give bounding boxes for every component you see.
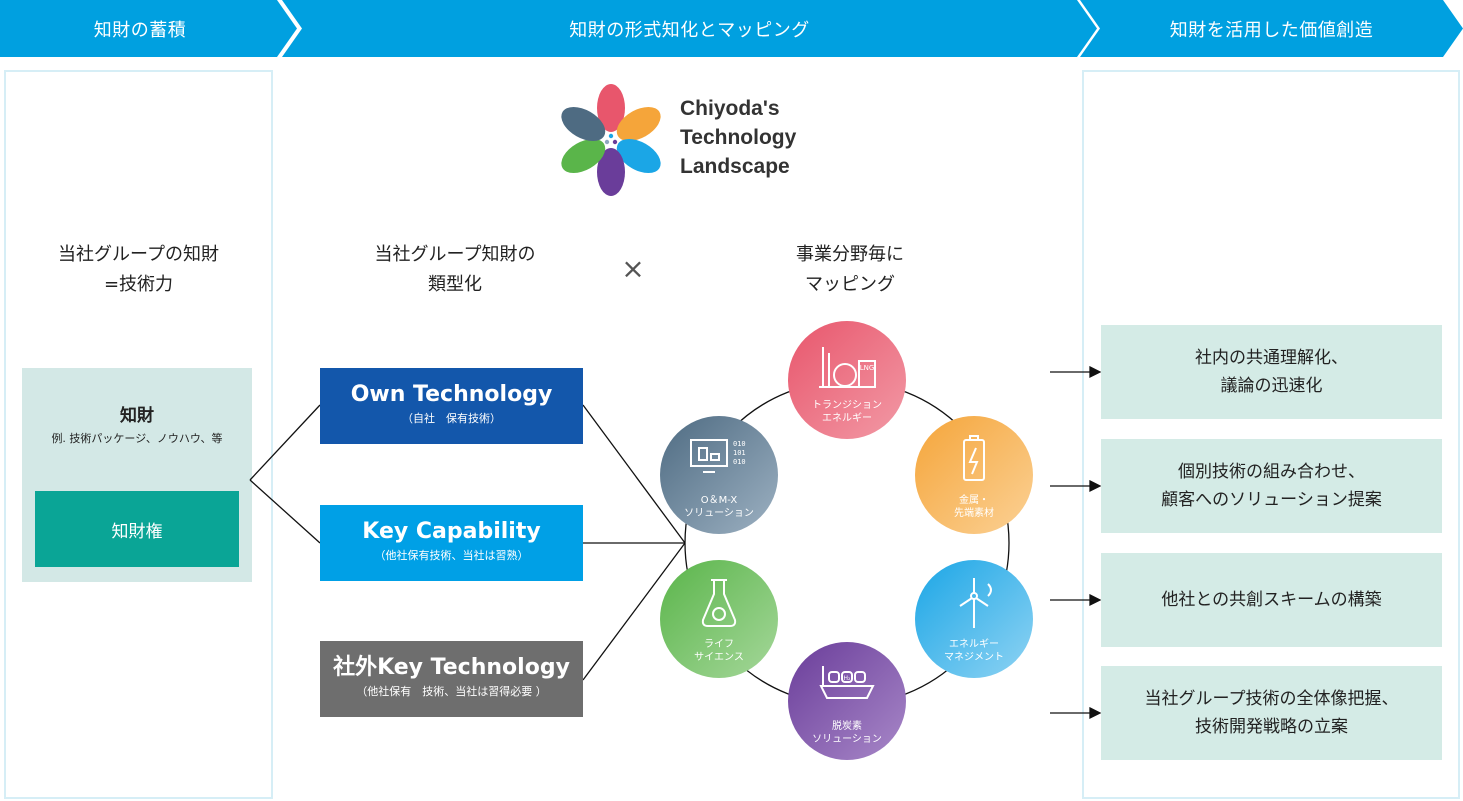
domain-life-science-label: ライフ サイエンス — [694, 639, 744, 663]
svg-text:LNG: LNG — [860, 364, 875, 372]
technology-landscape-logo — [556, 82, 666, 200]
domain-transition-energy: LNG トランジション エネルギー — [788, 321, 906, 439]
wind-turbine-icon — [959, 578, 992, 628]
flask-icon — [701, 579, 737, 627]
categorize-heading: 当社グループ知財の 類型化 — [374, 244, 536, 295]
domain-decarbonization-label: 脱炭素 ソリューション — [812, 721, 882, 745]
key-capability-title: Key Capability — [362, 519, 541, 544]
logo-line-2: Technology — [680, 126, 797, 149]
times-symbol: × — [621, 252, 645, 285]
connector-ip-own — [249, 404, 321, 481]
ip-rights-box: 知財権 — [35, 491, 239, 567]
own-technology-box: Own Technology （自社 保有技術） — [320, 368, 583, 444]
domain-metals-materials-label: 金属・ 先端素材 — [954, 495, 994, 519]
domain-transition-energy-label: トランジション エネルギー — [812, 400, 882, 424]
svg-text:H₂: H₂ — [844, 675, 852, 682]
ip-rights-label: 知財権 — [111, 521, 163, 542]
monitor-data-icon: 010 101 010 — [690, 439, 746, 473]
connector-own-ring — [582, 404, 686, 544]
domain-metals-materials: 金属・ 先端素材 — [915, 416, 1033, 534]
domain-life-science: ライフ サイエンス — [660, 560, 778, 678]
own-technology-subtitle: （自社 保有技術） — [402, 412, 501, 425]
value-co-creation-scheme: 他社との共創スキームの構築 — [1101, 553, 1442, 647]
external-key-technology-title: 社外Key Technology — [333, 655, 570, 680]
stage-mapping-banner: 知財の形式知化とマッピング — [282, 0, 1097, 57]
hydrogen-ship-icon: H₂ — [819, 666, 875, 699]
own-technology-title: Own Technology — [350, 382, 553, 407]
stage-mapping-label: 知財の形式知化とマッピング — [569, 19, 810, 41]
svg-text:010: 010 — [733, 440, 746, 448]
logo-line-1: Chiyoda's — [680, 97, 780, 120]
value-technology-strategy: 当社グループ技術の全体像把握、 技術開発戦略の立案 — [1101, 666, 1442, 760]
stage-accumulation-label: 知財の蓄積 — [93, 19, 187, 41]
value-shared-understanding: 社内の共通理解化、 議論の迅速化 — [1101, 325, 1442, 419]
logo-wordmark: Chiyoda's Technology Landscape — [680, 94, 796, 181]
connector-ip-key — [249, 479, 321, 544]
logo-line-3: Landscape — [680, 155, 790, 178]
mapping-heading: 事業分野毎に マッピング — [796, 244, 904, 295]
domain-energy-management: エネルギー マネジメント — [915, 560, 1033, 678]
stage-accumulation-banner: 知財の蓄積 — [0, 0, 297, 57]
external-key-technology-box: 社外Key Technology （他社保有 技術、当社は習得必要 ） — [320, 641, 583, 717]
stage-value-label: 知財を活用した価値創造 — [1169, 19, 1374, 41]
ip-title: 知財 — [120, 406, 154, 426]
external-key-technology-subtitle: （他社保有 技術、当社は習得必要 ） — [356, 685, 547, 698]
ip-heading: 当社グループの知財 =技術力 — [58, 244, 219, 295]
domain-om-x: 010 101 010 O＆M-X ソリューション — [660, 416, 778, 534]
svg-text:101: 101 — [733, 449, 746, 457]
battery-icon — [963, 435, 985, 481]
connector-ext-ring — [582, 542, 686, 681]
value-solution-proposal: 個別技術の組み合わせ、 顧客へのソリューション提案 — [1101, 439, 1442, 533]
domain-energy-management-label: エネルギー マネジメント — [944, 639, 1004, 663]
ip-box: 知財 例. 技術パッケージ、ノウハウ、等 知財権 — [22, 368, 252, 582]
lng-plant-icon: LNG — [819, 347, 876, 388]
key-capability-box: Key Capability （他社保有技術、当社は習熟） — [320, 505, 583, 581]
svg-text:010: 010 — [733, 458, 746, 466]
domain-decarbonization: H₂ 脱炭素 ソリューション — [788, 642, 906, 760]
domain-om-x-label: O＆M-X ソリューション — [684, 495, 754, 519]
ip-example: 例. 技術パッケージ、ノウハウ、等 — [51, 432, 223, 445]
key-capability-subtitle: （他社保有技術、当社は習熟） — [374, 549, 529, 562]
stage-value-banner: 知財を活用した価値創造 — [1080, 0, 1463, 57]
